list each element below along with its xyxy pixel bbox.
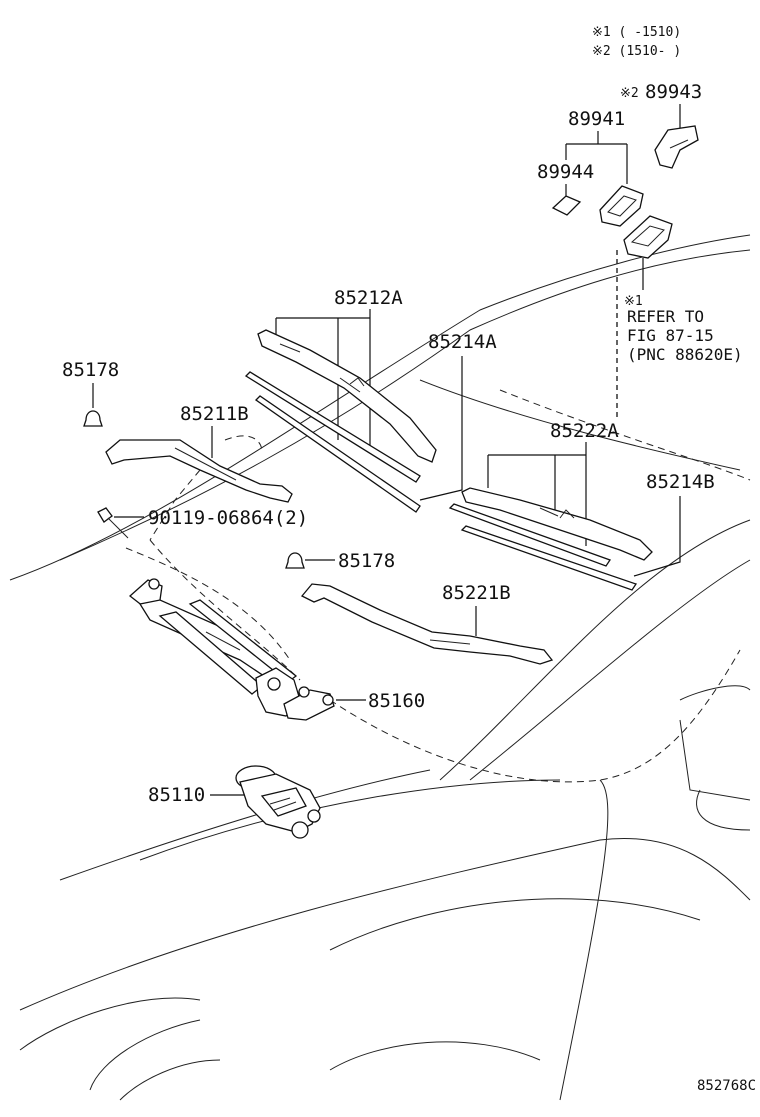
car-body-outline [9,234,751,1101]
label-89944: 89944 [537,161,594,183]
part-89943-clip [654,125,699,169]
leader-89941 [565,131,628,184]
label-89941: 89941 [568,108,625,130]
label-85211B: 85211B [180,403,249,425]
part-rain-sensor [623,215,673,259]
leader-85214A [419,356,463,501]
part-85222A-blade [461,487,653,561]
reference-line-3: (PNC 88620E) [627,345,743,364]
leader-85212A [275,309,371,452]
label-90119-06864: 90119-06864(2) [148,507,308,529]
label-85212A: 85212A [334,287,403,309]
label-85214B: 85214B [646,471,715,493]
note-1: ※1 ( -1510) [592,25,681,40]
label-85214A: 85214A [428,331,497,353]
leader-85222A [487,442,587,546]
reference-line-1: REFER TO [627,307,704,326]
part-90119-bolt [97,507,129,539]
part-85222A-rubber [448,503,638,591]
label-89943: 89943 [645,81,702,103]
part-85212A-rubber [244,371,421,513]
figure-code: 852768C [697,1078,756,1094]
part-85178-cap-right [285,552,305,569]
part-89941-sensor-cover [599,185,644,227]
part-89944-pad [551,195,582,216]
label-85222A: 85222A [550,420,619,442]
label-85178-left: 85178 [62,359,119,381]
part-85178-cap-left [83,410,103,427]
part-85211B-arm [105,435,293,541]
label-85160: 85160 [368,690,425,712]
part-85212A-blade [257,329,437,463]
label-85110: 85110 [148,784,205,806]
note-2: ※2 (1510- ) [592,44,681,59]
leader-85214B [633,496,681,577]
part-85221B-arm [300,583,554,665]
label-89943-mark: ※2 [620,86,639,101]
label-85221B: 85221B [442,582,511,604]
part-85110-motor [235,765,321,839]
reference-mark: ※1 [624,294,643,309]
reference-line-2: FIG 87-15 [627,326,714,345]
label-85178-right: 85178 [338,550,395,572]
part-85160-linkage [125,539,335,721]
